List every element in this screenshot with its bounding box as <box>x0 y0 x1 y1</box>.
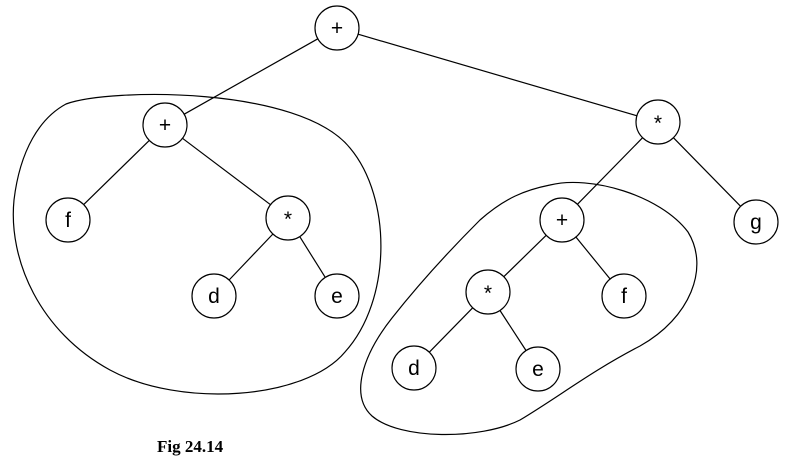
tree-edge <box>428 307 474 353</box>
tree-edge <box>299 236 326 278</box>
node-label: f <box>65 209 71 232</box>
tree-edge <box>672 137 742 207</box>
node-circle <box>391 345 437 391</box>
tree-edge <box>503 234 547 278</box>
tree-node: e <box>515 346 561 392</box>
node-label: * <box>284 208 292 231</box>
subtree-outlines <box>12 93 698 436</box>
node-label: * <box>654 112 662 135</box>
tree-node: * <box>265 195 311 241</box>
node-circle <box>265 195 311 241</box>
node-circle <box>635 99 681 145</box>
node-label: e <box>532 358 544 381</box>
tree-node: + <box>314 5 360 51</box>
node-circle <box>601 273 647 319</box>
tree-node: * <box>465 269 511 315</box>
tree-node: d <box>391 345 437 391</box>
node-label: * <box>484 282 492 305</box>
node-circle <box>733 199 779 245</box>
tree-node: f <box>601 273 647 319</box>
tree-node: e <box>314 273 360 319</box>
node-label: e <box>331 285 343 308</box>
tree-edges <box>83 33 742 353</box>
tree-edge <box>83 139 150 206</box>
node-label: + <box>556 209 568 232</box>
node-circle <box>314 273 360 319</box>
left-subtree-outline <box>12 93 382 395</box>
node-circle <box>45 197 91 243</box>
node-label: d <box>408 357 420 380</box>
tree-edge <box>182 137 271 206</box>
tree-nodes: + + f * d e * + g * f d e <box>45 5 779 392</box>
node-circle <box>539 197 585 243</box>
node-label: d <box>208 285 220 308</box>
node-label: + <box>331 17 343 40</box>
node-circle <box>465 269 511 315</box>
tree-node: * <box>635 99 681 145</box>
node-circle <box>515 346 561 392</box>
figure-caption: Fig 24.14 <box>157 437 224 456</box>
node-circle <box>314 5 360 51</box>
tree-node: g <box>733 199 779 245</box>
tree-edge <box>576 137 644 205</box>
node-label: g <box>750 211 762 234</box>
node-label: f <box>621 285 627 308</box>
node-label: + <box>159 114 171 137</box>
tree-edge <box>499 310 527 351</box>
tree-edge <box>575 236 611 280</box>
right-subtree-outline <box>360 181 698 436</box>
node-circle <box>191 273 237 319</box>
tree-edge <box>357 33 638 117</box>
tree-edge <box>183 38 319 115</box>
tree-node: f <box>45 197 91 243</box>
tree-node: + <box>142 102 188 148</box>
node-circle <box>142 102 188 148</box>
tree-node: + <box>539 197 585 243</box>
tree-node: d <box>191 273 237 319</box>
tree-edge <box>228 233 274 281</box>
